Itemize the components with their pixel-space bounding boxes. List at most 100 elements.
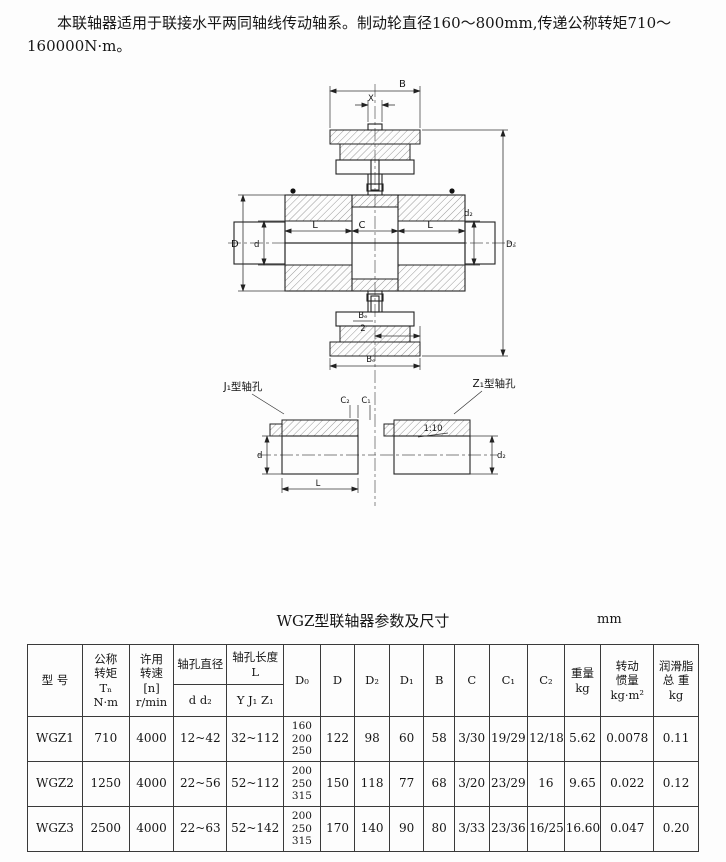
intro-line-2: 160000N·m。 [27,36,132,55]
table-cell: WGZ2 [27,761,83,807]
parameters-table: 型 号 公称 转矩 Tₙ N·m 许用 转速 [n] r/min 轴孔直径 轴孔… [27,644,699,852]
bolt-dot-left [290,188,296,194]
dim-label-D: D [231,239,239,250]
dim-label-Da: Dₐ [506,240,516,250]
dim-label-Be: Bₑ [366,355,376,365]
table-cell: 0.11 [653,716,699,762]
table-cell: WGZ3 [27,806,83,852]
header-inertia: 转动 惯量 kg·m² [600,644,655,717]
dim-label-d: d [254,240,259,250]
table-cell: 3/20 [453,761,490,807]
dimension-Be-half: Bₑ 2 [353,311,421,342]
table-cell: 22~63 [173,806,228,852]
dimension-Da: Dₐ [422,129,516,357]
table-cell: 23/36 [488,806,529,852]
shaft-right [464,221,496,265]
z1-detail-title: Z₁型轴孔 [473,377,516,390]
dim-label-B: B [399,79,406,90]
dimension-B: B [329,79,421,128]
taper-label: 1:10 [423,424,442,434]
table-cell: 122 [319,716,356,762]
header-bore-diameter: 轴孔直径 [173,644,228,685]
dim-label-L-detail: L [316,479,321,489]
table-cell: 3/30 [453,716,490,762]
dim-label-C1-small: C₁ [361,396,370,406]
table-cell: 60 [388,716,425,762]
table-cell: 52~142 [226,806,285,852]
coupling-body [284,188,466,292]
dim-label-d-detail: d [257,451,262,461]
table-cell: 0.047 [600,806,655,852]
j1-detail-title: J₁型轴孔 [223,380,263,393]
header-speed: 许用 转速 [n] r/min [128,644,175,717]
header-bore-diameter-sub: d d₂ [173,684,228,717]
coupling-technical-drawing: B X D d d₂ [223,79,516,506]
table-title-row: WGZ型联轴器参数及尺寸 mm [0,610,726,631]
table-cell: 140 [354,806,390,852]
table-cell: 19/29 [488,716,529,762]
table-cell: 3/33 [453,806,490,852]
table-cell: 170 [319,806,356,852]
dim-label-C: C [359,220,366,231]
table-cell: 150 [319,761,356,807]
main-assembly-view: B X D d d₂ [228,79,516,506]
table-cell: 16/25 [527,806,565,852]
header-D1: D₁ [388,644,425,717]
table-cell: 2500 [81,806,130,852]
table-cell: 4000 [128,761,175,807]
table-cell: 90 [388,806,425,852]
dimension-X: X [355,94,395,122]
shaft-left [233,221,286,265]
table-cell: 58 [423,716,455,762]
header-B: B [423,644,455,717]
j1-bore-detail-view: J₁型轴孔 C₂ C₁ d L [223,380,376,493]
table-cell: 200 250 315 [283,806,321,852]
table-cell: 52~112 [226,761,285,807]
table-cell: 16.60 [563,806,602,852]
table-cell: 0.12 [653,761,699,807]
table-cell: WGZ1 [27,716,83,762]
header-C2: C₂ [527,644,565,717]
dim-label-Be-denominator: 2 [360,324,365,334]
dimension-LCL: L C L [284,220,466,234]
dim-label-Be-numerator: Bₑ [358,311,368,321]
bolt-dot-right [449,188,455,194]
table-cell: 80 [423,806,455,852]
header-torque: 公称 转矩 Tₙ N·m [81,644,130,717]
table-cell: 23/29 [488,761,529,807]
dim-label-d2-main: d₂ [464,209,473,219]
header-weight: 重量 kg [563,644,602,717]
intro-paragraph: 本联轴器适用于联接水平两同轴线传动轴系。制动轮直径160～800mm,传递公称转… [27,12,701,57]
header-bore-length: 轴孔长度 L [226,644,285,685]
z1-bore-detail-view: Z₁型轴孔 1:10 d₂ [380,377,516,475]
table-cell: 0.022 [600,761,655,807]
table-cell: 4000 [128,716,175,762]
table-header: 型 号 公称 转矩 Tₙ N·m 许用 转速 [n] r/min 轴孔直径 轴孔… [27,644,699,717]
table-cell: 68 [423,761,455,807]
table-cell: 0.20 [653,806,699,852]
header-grease: 润滑脂 总 重 kg [653,644,699,717]
brake-drum [329,123,421,357]
table-title: WGZ型联轴器参数及尺寸 [276,612,450,630]
header-bore-length-sub: Y J₁ Z₁ [226,684,285,717]
dimension-Be: Bₑ [329,355,421,370]
header-D: D [319,644,356,717]
table-cell: 22~56 [173,761,228,807]
dimension-D: D [231,194,287,292]
header-D2: D₂ [354,644,390,717]
table-cell: 9.65 [563,761,602,807]
table-cell: 160 200 250 [283,716,321,762]
header-model: 型 号 [27,644,83,717]
table-cell: 200 250 315 [283,761,321,807]
table-cell: 12~42 [173,716,228,762]
table-unit-label: mm [597,612,622,627]
dim-label-L-right: L [427,220,433,231]
dimension-d2-main: d₂ [463,209,480,266]
table-cell: 4000 [128,806,175,852]
table-cell: 0.0078 [600,716,655,762]
table-cell: 98 [354,716,390,762]
